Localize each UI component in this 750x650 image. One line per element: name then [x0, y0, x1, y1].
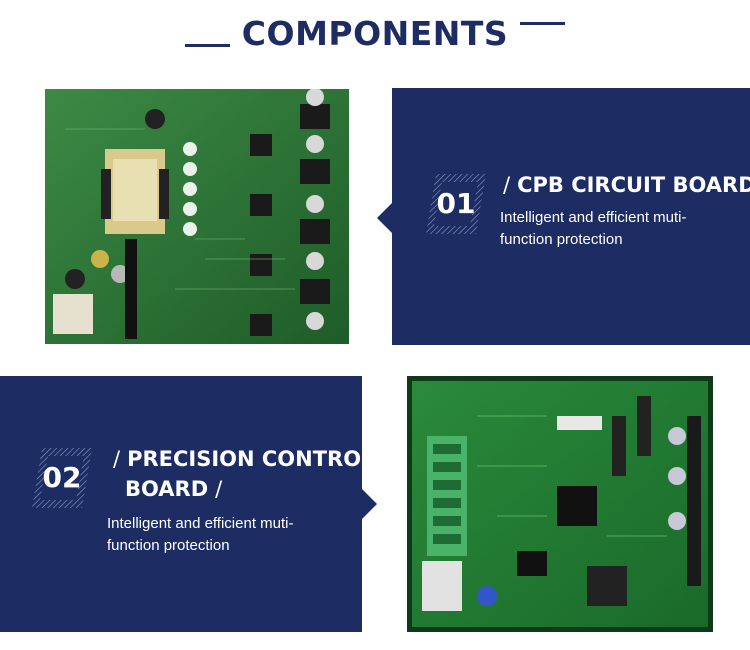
component-title: /CPB CIRCUIT BOARD/: [496, 170, 750, 200]
pointer-arrow: [377, 202, 393, 234]
title-rule-left: [185, 44, 230, 47]
component-card-01: 01 /CPB CIRCUIT BOARD/ Intelligent and e…: [377, 88, 750, 345]
component-description: Intelligent and efficient muti-function …: [500, 209, 687, 248]
component-number: 01: [436, 187, 476, 220]
component-name-line1: PRECISION CONTROL: [127, 447, 375, 471]
number-badge: 02: [30, 446, 94, 510]
control-board-photo: [407, 376, 713, 632]
component-name: CPB CIRCUIT BOARD: [517, 173, 750, 197]
component-card-02: 02 /PRECISION CONTROL BOARD/ Intelligent…: [0, 376, 377, 632]
title-rule-right: [520, 22, 565, 25]
hatched-diamond-icon: [426, 174, 486, 234]
pointer-arrow: [361, 488, 377, 520]
component-number: 02: [42, 461, 82, 494]
number-badge: 01: [424, 172, 488, 236]
component-description: Intelligent and efficient muti-function …: [107, 515, 294, 554]
component-name-line2: BOARD: [125, 477, 209, 501]
hatched-diamond-icon: [32, 448, 92, 508]
circuit-board-photo: [45, 89, 349, 344]
component-title: /PRECISION CONTROL BOARD/: [113, 447, 375, 501]
page-title: COMPONENTS: [241, 14, 509, 53]
